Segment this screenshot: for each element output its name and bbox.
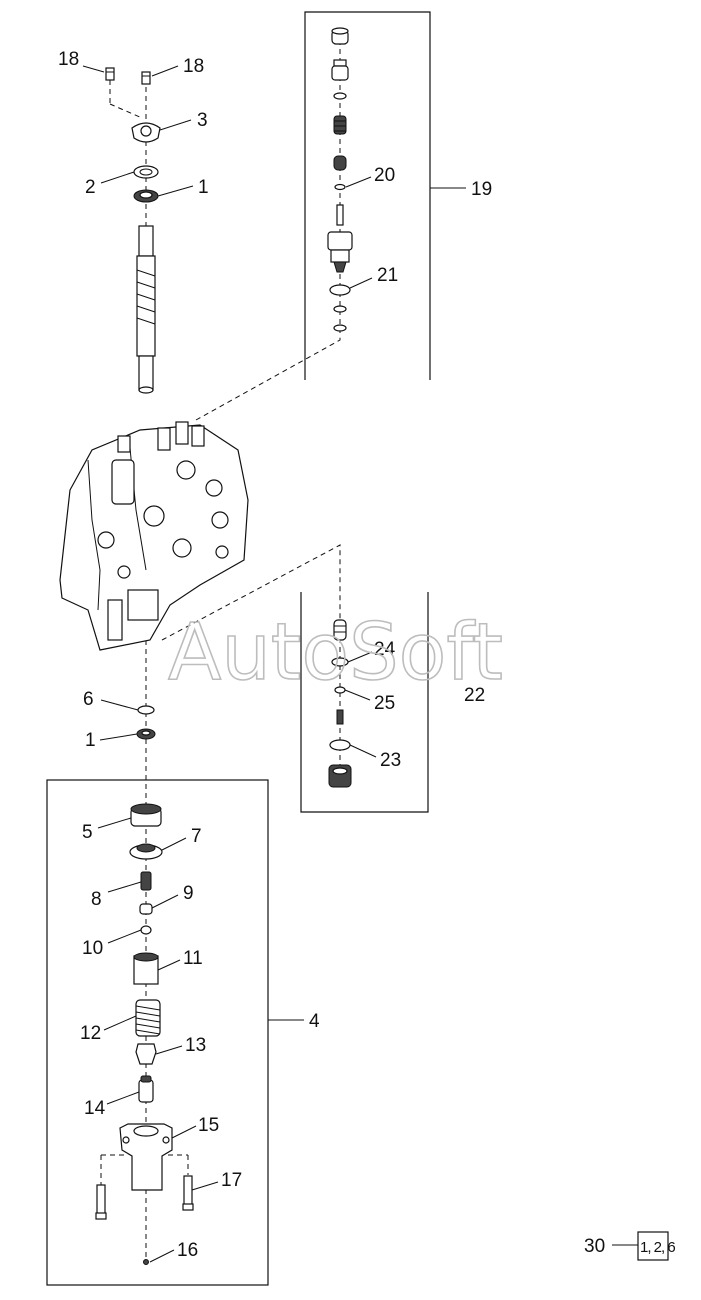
leader-12 — [103, 1015, 137, 1031]
callout-10: 10 — [82, 938, 103, 959]
callout-1-top: 1 — [198, 177, 209, 198]
seat-13 — [135, 1043, 157, 1065]
leader-8 — [107, 881, 142, 893]
washer-2 — [133, 165, 159, 179]
o-ring-21 — [329, 284, 351, 296]
axis-18-link — [109, 103, 143, 119]
pin-22 — [336, 709, 344, 725]
leader-13 — [155, 1045, 183, 1055]
bolt-17-left — [95, 1184, 107, 1220]
callout-23: 23 — [380, 750, 401, 771]
callout-3: 3 — [197, 110, 208, 131]
leader-20 — [345, 176, 372, 188]
leader-body-to-19 — [195, 335, 341, 421]
o-ring-19b — [333, 305, 347, 313]
collar-5 — [130, 803, 162, 827]
callout-17: 17 — [221, 1170, 242, 1191]
callout-18-right: 18 — [183, 56, 204, 77]
callout-19: 19 — [471, 179, 492, 200]
pin-9 — [139, 903, 153, 915]
seal-1-bottom — [136, 728, 156, 740]
leader-1a — [157, 185, 194, 197]
callout-8: 8 — [91, 889, 102, 910]
bolt-18-right — [141, 71, 151, 85]
callout-18-left: 18 — [58, 49, 79, 70]
leader-10 — [107, 929, 142, 944]
leader-2 — [100, 171, 135, 184]
leader-1b — [99, 733, 138, 741]
poppet-19 — [333, 155, 347, 171]
spring-12 — [135, 999, 161, 1037]
callout-4: 4 — [309, 1011, 320, 1032]
leader-18a — [82, 65, 105, 73]
leader-14 — [106, 1091, 140, 1105]
o-ring-19a — [333, 92, 347, 100]
o-ring-19c — [333, 324, 347, 332]
valve-body — [59, 421, 249, 651]
plug-16 — [143, 1259, 149, 1265]
callout-14: 14 — [84, 1098, 106, 1119]
callout-1-bottom: 1 — [85, 730, 96, 751]
nut-22 — [328, 764, 352, 788]
o-ring-23 — [329, 739, 351, 751]
callout-12: 12 — [80, 1023, 101, 1044]
leader-9 — [151, 894, 179, 909]
leader-23 — [349, 744, 377, 758]
stem-14 — [138, 1075, 154, 1103]
callout-5: 5 — [82, 822, 93, 843]
bushing-11 — [133, 952, 159, 985]
callout-7: 7 — [191, 826, 202, 847]
callout-9: 9 — [183, 883, 194, 904]
callout-25: 25 — [374, 693, 395, 714]
o-ring-20 — [334, 183, 346, 191]
callout-24: 24 — [374, 639, 396, 660]
leader-18b — [151, 65, 179, 77]
callout-6: 6 — [83, 689, 94, 710]
callout-20: 20 — [374, 165, 395, 186]
spool — [136, 225, 156, 394]
leader-body-to-22 — [161, 544, 341, 641]
group-box-19 — [304, 11, 431, 380]
spring-19 — [333, 115, 347, 135]
cap-19 — [331, 27, 349, 45]
leader-16 — [149, 1249, 175, 1263]
leader-21 — [349, 277, 373, 289]
retainer-7 — [129, 843, 163, 860]
plug-22 — [333, 619, 347, 641]
leader-6 — [100, 699, 139, 711]
reference-box — [637, 1231, 669, 1261]
pin-19 — [336, 204, 344, 226]
leader-25 — [344, 689, 371, 701]
leader-7 — [161, 837, 187, 851]
reference-number: 30 — [584, 1236, 605, 1257]
bolt-18-left — [105, 67, 115, 81]
watermark: AutoSoft — [168, 608, 503, 698]
o-ring-6 — [137, 705, 155, 715]
callout-22: 22 — [464, 685, 485, 706]
leader-24 — [347, 651, 373, 663]
plate-3 — [131, 122, 161, 143]
callout-2: 2 — [85, 177, 96, 198]
leader-3 — [159, 119, 192, 131]
leader-17 — [191, 1181, 219, 1191]
ball-10 — [140, 925, 152, 935]
spring-8 — [140, 871, 152, 891]
group-box-4 — [46, 779, 269, 1286]
leader-5 — [97, 817, 132, 829]
callout-16: 16 — [177, 1240, 198, 1261]
reference-codes: 1, 2, 6 — [640, 1239, 675, 1256]
seal-1-top — [133, 189, 159, 203]
bolt-17-right — [182, 1175, 194, 1211]
callout-15: 15 — [198, 1115, 219, 1136]
group-box-22 — [300, 592, 429, 813]
cap-15 — [119, 1123, 173, 1191]
callout-21: 21 — [377, 265, 398, 286]
callout-11: 11 — [183, 948, 203, 969]
leader-15 — [171, 1125, 197, 1139]
plug-19 — [331, 59, 349, 81]
callout-13: 13 — [185, 1035, 206, 1056]
leader-11 — [157, 959, 181, 971]
valve-cartridge-19 — [327, 231, 353, 273]
